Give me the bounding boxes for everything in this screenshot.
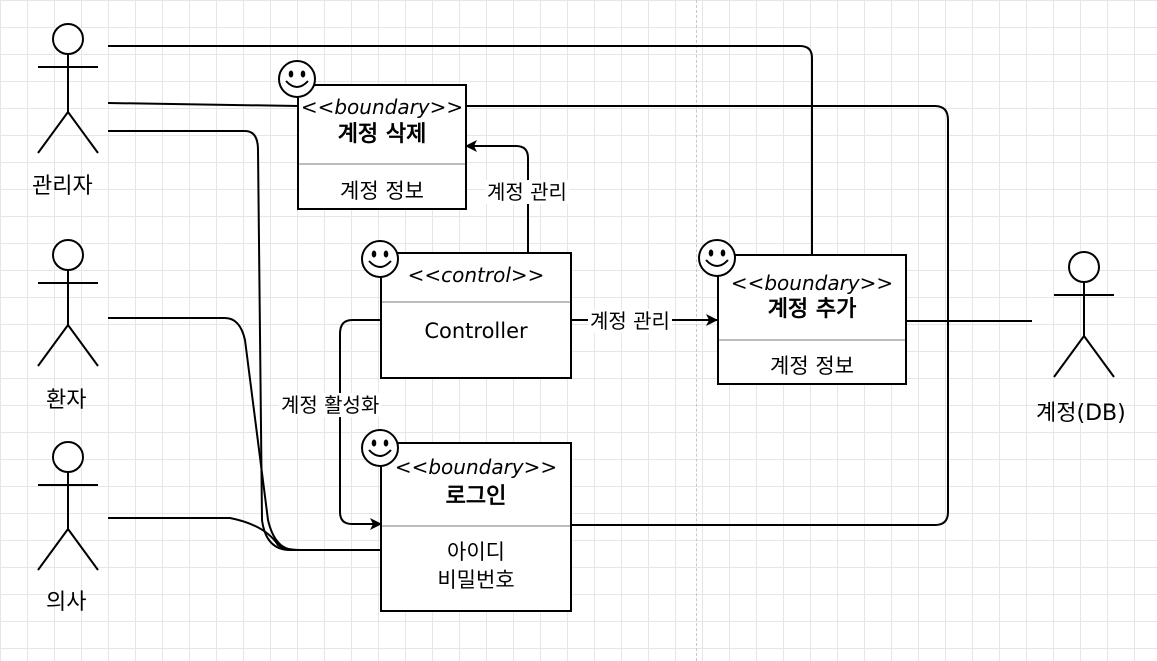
edge-control-login [339, 319, 382, 530]
actor-icon-admin [37, 23, 99, 154]
box-attribute: 비밀번호 [437, 568, 515, 592]
box-attribute: 아이디 [447, 540, 505, 564]
actor-label-patient: 환자 [46, 388, 87, 413]
stereotype-label: <<boundary>> [730, 271, 894, 295]
edge-admin-login [108, 130, 381, 551]
edge-admin-add [108, 45, 813, 254]
box-title: 계정 추가 [767, 297, 857, 322]
smiley-icon [361, 240, 399, 278]
box-attribute: 계정 정보 [770, 354, 854, 378]
box-separator [382, 301, 570, 303]
edge-label-to-add: 계정 관리 [588, 309, 672, 333]
box-separator [299, 163, 465, 165]
stereotype-label: <<control>> [407, 263, 545, 287]
edge-label-to-login: 계정 활성화 [279, 393, 382, 417]
edge-patient-login [108, 317, 296, 551]
box-separator [382, 525, 570, 527]
boundary-box-add[interactable]: <<boundary>> 계정 추가 계정 정보 [717, 254, 907, 385]
page-guide-line [696, 0, 697, 661]
actor-icon-account-db [1053, 251, 1115, 378]
actor-label-account-db: 계정(DB) [1036, 401, 1126, 426]
box-attribute: Controller [424, 319, 528, 343]
edge-label-to-delete: 계정 관리 [485, 180, 569, 204]
edge-delete-login [466, 105, 949, 526]
box-separator [719, 339, 905, 341]
boundary-box-delete[interactable]: <<boundary>> 계정 삭제 계정 정보 [297, 84, 467, 210]
smiley-icon [698, 239, 736, 277]
actor-label-admin: 관리자 [32, 174, 93, 199]
stereotype-label: <<boundary>> [300, 95, 464, 119]
smiley-icon [278, 60, 316, 98]
smiley-icon [361, 429, 399, 467]
boundary-box-login[interactable]: <<boundary>> 로그인 아이디 비밀번호 [380, 442, 572, 612]
edge-admin-delete [107, 102, 299, 107]
actor-icon-doctor [37, 441, 99, 571]
box-title: 계정 삭제 [337, 122, 427, 147]
edge-doctor-login [108, 517, 301, 551]
actor-icon-patient [37, 239, 99, 367]
edge-control-delete [465, 140, 529, 254]
control-box[interactable]: <<control>> Controller [380, 252, 572, 379]
box-attribute: 계정 정보 [340, 179, 424, 203]
stereotype-label: <<boundary>> [394, 455, 558, 479]
actor-label-doctor: 의사 [46, 590, 87, 615]
box-title: 로그인 [445, 484, 507, 509]
